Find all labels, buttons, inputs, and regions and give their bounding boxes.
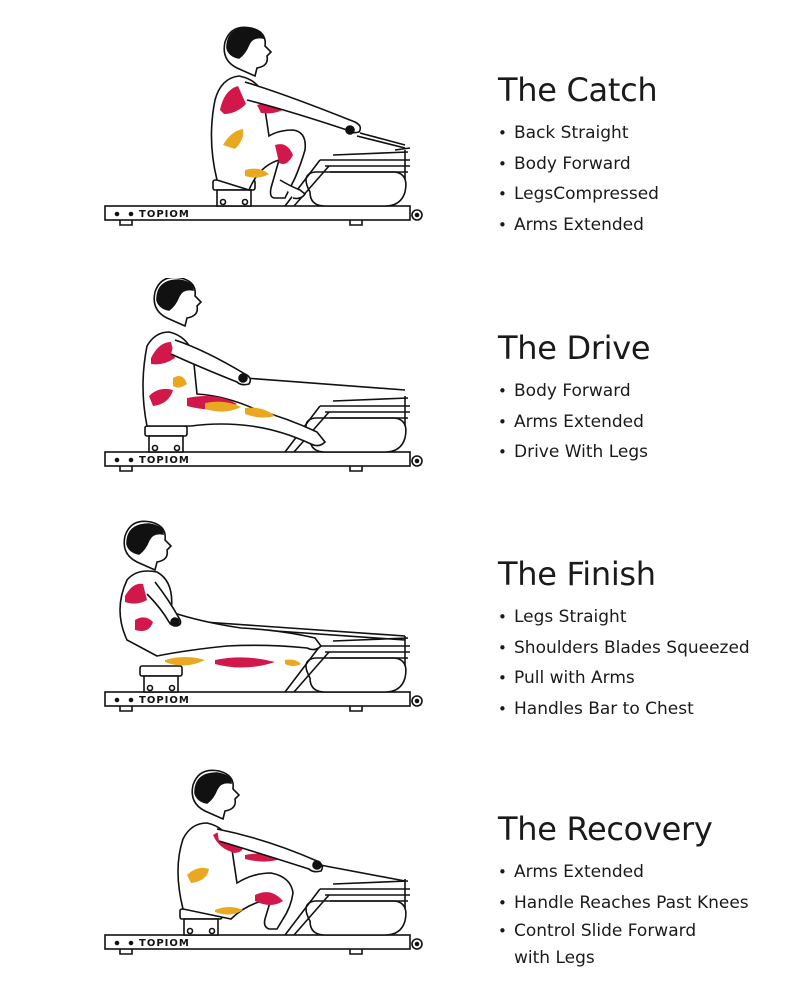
list-item: Arms Extended bbox=[498, 210, 659, 241]
muscle-gold bbox=[223, 129, 269, 178]
step-drive: TOPIOM The Drive Body Forward Arms Exten… bbox=[0, 278, 810, 488]
arm bbox=[170, 339, 252, 386]
rowing-machine bbox=[104, 132, 423, 226]
arm bbox=[244, 81, 362, 134]
step-title: The Recovery bbox=[498, 810, 713, 848]
hair bbox=[156, 279, 194, 311]
rower-finish-illustration: TOPIOM bbox=[104, 520, 423, 712]
list-item: Arms Extended bbox=[498, 407, 650, 438]
rower-figure bbox=[142, 278, 327, 447]
muscle-gold bbox=[173, 376, 275, 418]
rower-recovery-illustration: TOPIOM bbox=[104, 769, 423, 955]
step-title: The Catch bbox=[498, 71, 658, 109]
step-recovery: TOPIOM The Recovery Arms Extended Handle… bbox=[0, 765, 810, 995]
list-item: Handle Reaches Past Knees bbox=[498, 888, 749, 919]
muscle-red bbox=[213, 830, 285, 905]
brand-label: TOPIOM bbox=[139, 209, 190, 220]
rowing-machine bbox=[104, 864, 423, 955]
step-bullets: Legs Straight Shoulders Blades Squeezed … bbox=[498, 602, 750, 724]
muscle-red bbox=[125, 583, 275, 668]
list-item: Shoulders Blades Squeezed bbox=[498, 633, 750, 664]
step-title: The Drive bbox=[498, 329, 651, 367]
list-item: Body Forward bbox=[498, 376, 650, 407]
list-item: Drive With Legs bbox=[498, 437, 650, 468]
rower-figure bbox=[177, 769, 324, 930]
list-item: LegsCompressed bbox=[498, 179, 659, 210]
list-item: Control Slide Forward with Legs bbox=[498, 918, 704, 972]
rowing-machine bbox=[104, 377, 423, 472]
rower-drive-illustration: TOPIOM bbox=[104, 278, 423, 472]
hair bbox=[126, 523, 164, 555]
brand-label: TOPIOM bbox=[139, 695, 190, 706]
list-item: Pull with Arms bbox=[498, 663, 750, 694]
step-bullets: Body Forward Arms Extended Drive With Le… bbox=[498, 376, 650, 468]
brand-label: TOPIOM bbox=[139, 455, 190, 466]
torso-legs bbox=[177, 822, 294, 930]
step-bullets: Arms Extended Handle Reaches Past Knees … bbox=[498, 857, 749, 972]
step-title: The Finish bbox=[498, 555, 656, 593]
list-item: Handles Bar to Chest bbox=[498, 694, 750, 725]
muscle-gold bbox=[187, 867, 243, 915]
rower-figure bbox=[119, 520, 323, 668]
muscle-gold bbox=[165, 657, 301, 666]
list-item: Back Straight bbox=[498, 118, 659, 149]
list-item: Arms Extended bbox=[498, 857, 749, 888]
step-finish: TOPIOM The Finish Legs Straight Shoulder… bbox=[0, 520, 810, 740]
torso-legs bbox=[119, 570, 323, 657]
step-catch: TOPIOM The Catch Back Straight Body Forw… bbox=[0, 20, 810, 240]
step-bullets: Back Straight Body Forward LegsCompresse… bbox=[498, 118, 659, 240]
hair bbox=[194, 772, 232, 804]
list-item: Body Forward bbox=[498, 149, 659, 180]
list-item: Legs Straight bbox=[498, 602, 750, 633]
muscle-red bbox=[149, 342, 237, 410]
arm bbox=[216, 828, 324, 873]
brand-label: TOPIOM bbox=[139, 938, 190, 949]
rower-figure bbox=[210, 26, 362, 200]
hair bbox=[226, 27, 264, 59]
rower-catch-illustration: TOPIOM bbox=[104, 26, 423, 226]
